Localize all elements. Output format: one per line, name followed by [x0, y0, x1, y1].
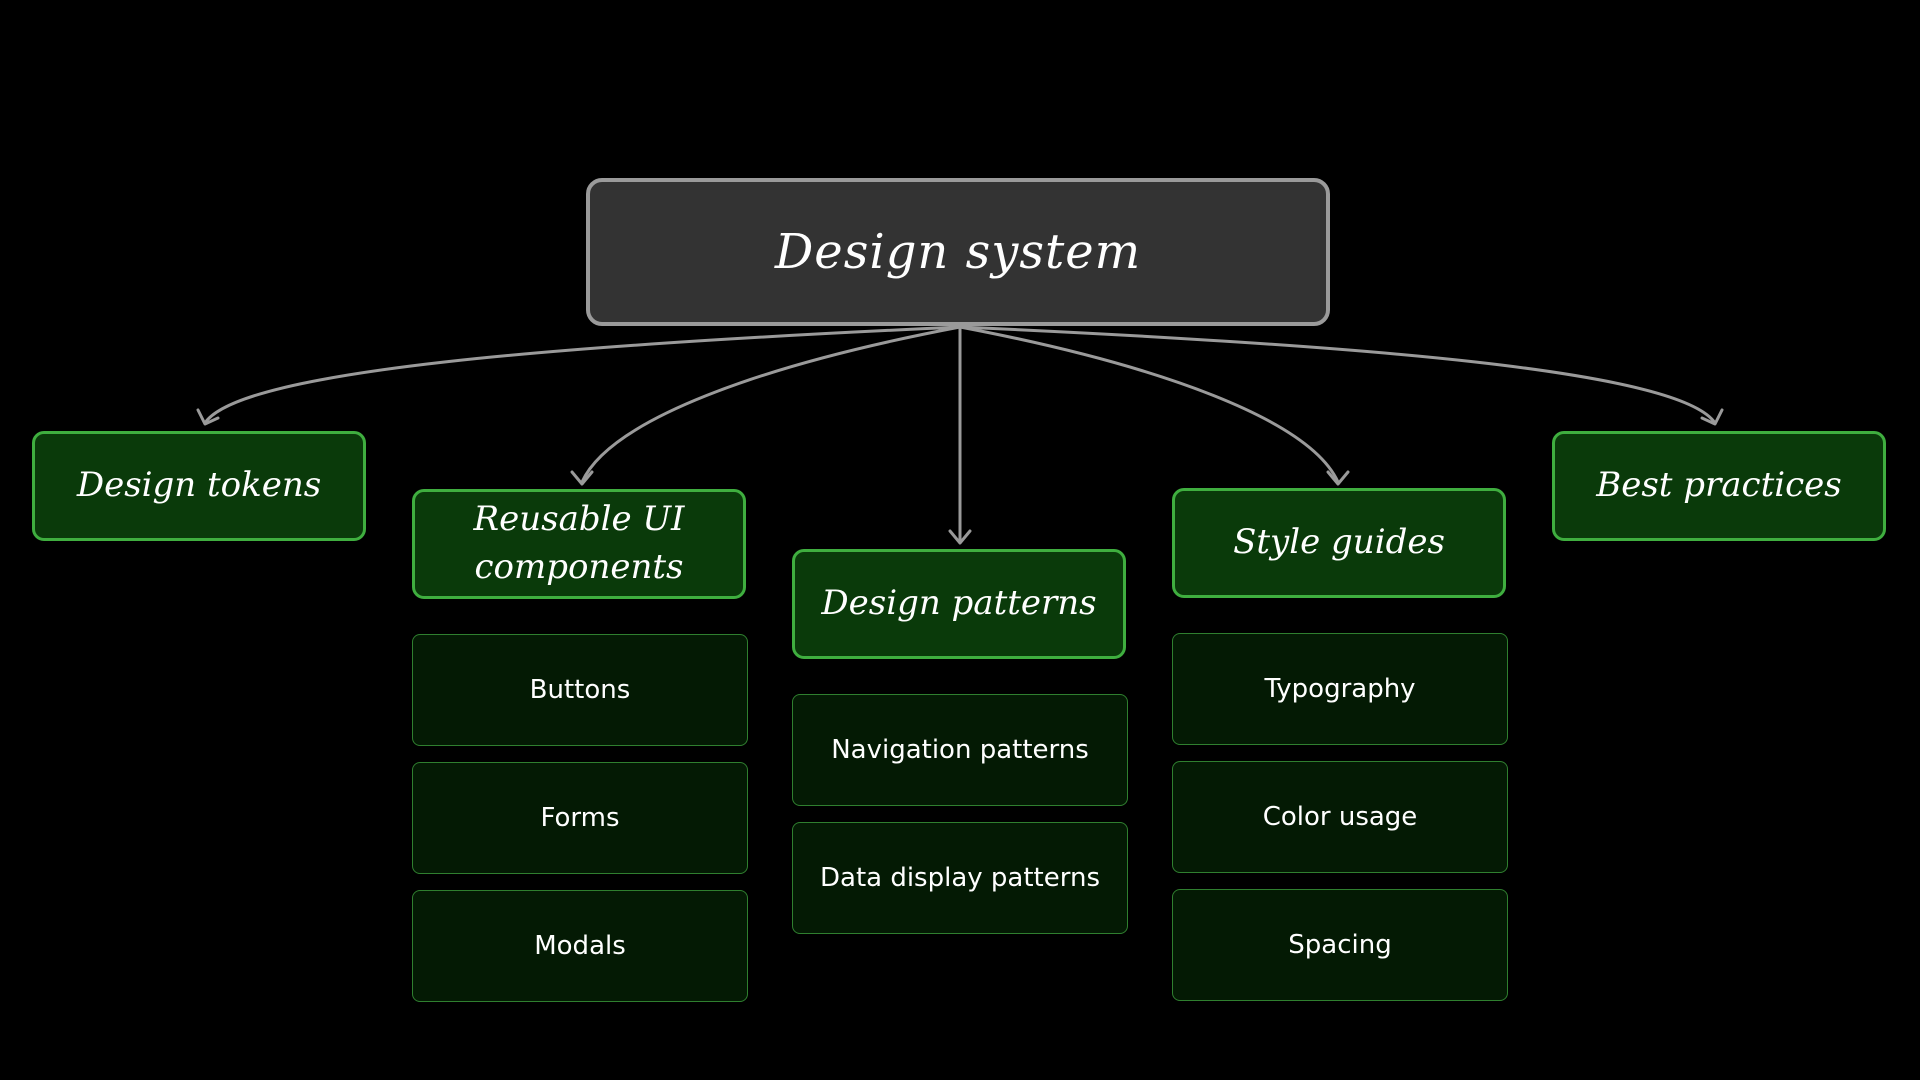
leaf-node-modals[interactable]: Modals	[412, 890, 748, 1002]
leaf-label-forms: Forms	[540, 803, 620, 833]
arrowhead-best-practices	[1700, 408, 1724, 426]
leaf-node-typography[interactable]: Typography	[1172, 633, 1508, 745]
leaf-node-forms[interactable]: Forms	[412, 762, 748, 874]
category-label-reusable-ui-components: Reusable UI components	[473, 499, 685, 587]
leaf-node-spacing[interactable]: Spacing	[1172, 889, 1508, 1001]
leaf-label-typography: Typography	[1264, 674, 1416, 704]
connector-to-best-practices	[958, 325, 1717, 425]
connector-to-design-tokens	[203, 325, 962, 425]
leaf-node-navigation-patterns[interactable]: Navigation patterns	[792, 694, 1128, 806]
root-node-label: Design system	[774, 224, 1142, 280]
category-node-style-guides[interactable]: Style guides	[1172, 488, 1506, 598]
connector-to-style-guides	[958, 325, 1340, 484]
leaf-node-data-display-patterns[interactable]: Data display patterns	[792, 822, 1128, 934]
category-node-design-patterns[interactable]: Design patterns	[792, 549, 1126, 659]
arrowhead-style-guides	[1326, 470, 1350, 486]
leaf-label-data-display-patterns: Data display patterns	[819, 863, 1100, 893]
leaf-label-modals: Modals	[534, 931, 626, 961]
category-node-reusable-ui-components[interactable]: Reusable UI components	[412, 489, 746, 599]
category-label-style-guides: Style guides	[1233, 522, 1445, 563]
arrowhead-design-tokens	[196, 408, 220, 426]
root-node-design-system[interactable]: Design system	[586, 178, 1330, 326]
arrowhead-reusable-ui-components	[570, 470, 594, 486]
leaf-label-buttons: Buttons	[529, 675, 631, 705]
category-node-design-tokens[interactable]: Design tokens	[32, 431, 366, 541]
leaf-label-navigation-patterns: Navigation patterns	[831, 735, 1089, 765]
leaf-label-spacing: Spacing	[1288, 930, 1392, 960]
leaf-label-color-usage: Color usage	[1262, 802, 1418, 832]
category-label-design-patterns: Design patterns	[821, 583, 1097, 624]
category-label-design-tokens: Design tokens	[76, 465, 322, 506]
connector-to-reusable-ui-components	[580, 325, 962, 484]
leaf-node-buttons[interactable]: Buttons	[412, 634, 748, 746]
arrowhead-design-patterns	[948, 529, 972, 545]
category-node-best-practices[interactable]: Best practices	[1552, 431, 1886, 541]
leaf-node-color-usage[interactable]: Color usage	[1172, 761, 1508, 873]
category-label-best-practices: Best practices	[1596, 465, 1842, 506]
